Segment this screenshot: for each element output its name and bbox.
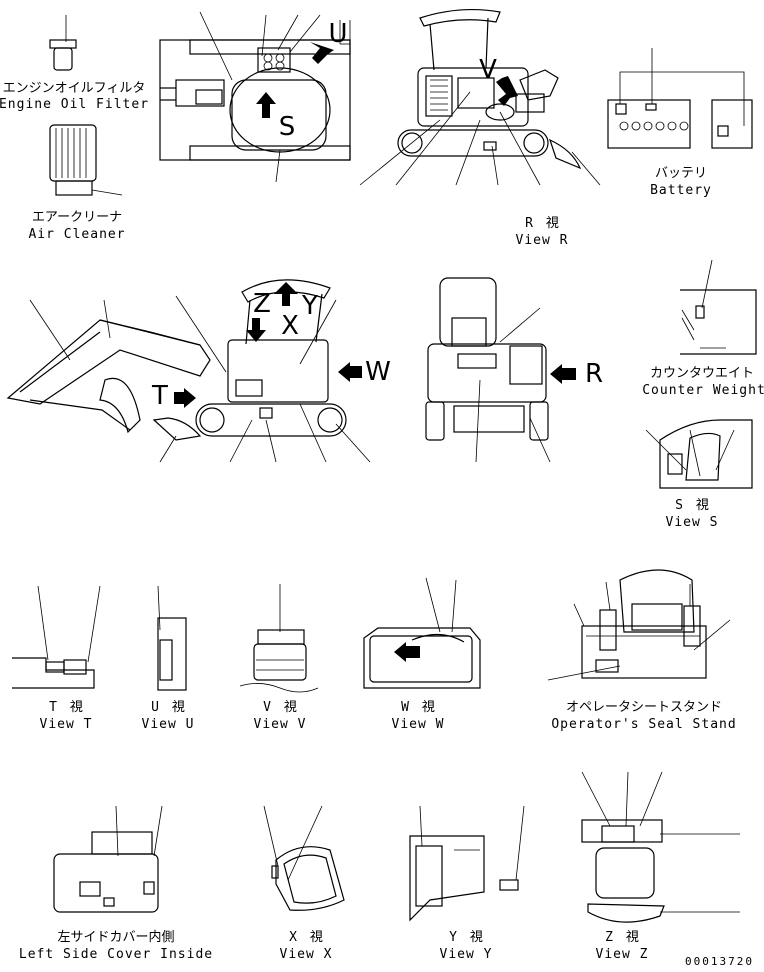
view-z-drawing bbox=[581, 771, 740, 923]
counter-weight-label-en: Counter Weight bbox=[642, 383, 764, 398]
view-u-label-en: View U bbox=[141, 717, 195, 732]
view-y-label-jp: Y 視 bbox=[449, 930, 483, 945]
view-v-label-en: View V bbox=[253, 717, 307, 732]
view-r-label-jp: R 視 bbox=[525, 216, 559, 231]
view-t-label-en: View T bbox=[39, 717, 93, 732]
view-u-label-jp: U 視 bbox=[151, 700, 185, 715]
machine-side-view-drawing bbox=[6, 279, 371, 463]
left-side-cover-drawing bbox=[53, 805, 163, 913]
view-z-label-jp: Z 視 bbox=[605, 930, 639, 945]
view-r-drawing bbox=[359, 9, 601, 186]
view-x-drawing bbox=[263, 805, 345, 911]
rear-view-drawing bbox=[425, 277, 576, 463]
air-cleaner-label-en: Air Cleaner bbox=[28, 227, 126, 242]
view-y-label-en: View Y bbox=[439, 947, 493, 962]
view-marker-s: S bbox=[278, 112, 296, 142]
view-s-label-en: View S bbox=[665, 515, 719, 530]
view-marker-w: W bbox=[365, 357, 391, 387]
view-t-drawing bbox=[12, 585, 101, 689]
view-x-label-jp: X 視 bbox=[289, 930, 323, 945]
view-w-label-en: View W bbox=[391, 717, 445, 732]
view-w-drawing bbox=[363, 577, 481, 689]
left-side-cover-label-en: Left Side Cover Inside bbox=[18, 947, 214, 962]
battery-label-en: Battery bbox=[650, 183, 712, 198]
view-u-drawing bbox=[157, 585, 187, 691]
drawing-number: 00013720 bbox=[685, 955, 754, 968]
operator-seat-label-jp: オペレータシートスタンド bbox=[565, 700, 723, 715]
view-z-label-en: View Z bbox=[595, 947, 649, 962]
battery-drawing bbox=[607, 48, 753, 149]
view-r-label-en: View R bbox=[515, 233, 569, 248]
air-cleaner-drawing bbox=[49, 124, 123, 196]
counter-weight-drawing bbox=[680, 259, 757, 355]
engine-oil-filter-drawing bbox=[49, 15, 77, 71]
view-v-drawing bbox=[239, 584, 319, 693]
view-v-label-jp: V 視 bbox=[263, 700, 297, 715]
operator-seat-stand-drawing bbox=[547, 569, 731, 681]
operator-seat-label-en: Operator's Seal Stand bbox=[551, 717, 737, 732]
view-t-label-jp: T 視 bbox=[49, 700, 83, 715]
left-side-cover-label-jp: 左サイドカバー内側 bbox=[57, 930, 175, 945]
view-s-drawing bbox=[645, 419, 753, 489]
view-marker-x: X bbox=[281, 311, 299, 341]
engine-oil-filter-label-en: Engine Oil Filter bbox=[0, 97, 150, 112]
view-marker-u: U bbox=[328, 19, 348, 49]
view-y-drawing bbox=[409, 805, 525, 922]
view-s-label-jp: S 視 bbox=[675, 498, 709, 513]
view-w-label-jp: W 視 bbox=[401, 700, 435, 715]
air-cleaner-label-jp: エアークリーナ bbox=[31, 210, 123, 225]
battery-label-jp: バッテリ bbox=[654, 166, 708, 181]
view-marker-y: Y bbox=[302, 291, 318, 321]
counter-weight-label-jp: カウンタウエイト bbox=[649, 366, 755, 381]
view-marker-t: T bbox=[152, 381, 168, 411]
view-marker-z: Z bbox=[253, 289, 271, 319]
view-marker-r: R bbox=[584, 359, 604, 389]
top-view-drawing bbox=[159, 11, 351, 183]
engine-oil-filter-label-jp: エンジンオイルフィルタ bbox=[2, 81, 146, 96]
view-x-label-en: View X bbox=[279, 947, 333, 962]
view-marker-v: V bbox=[479, 55, 497, 85]
